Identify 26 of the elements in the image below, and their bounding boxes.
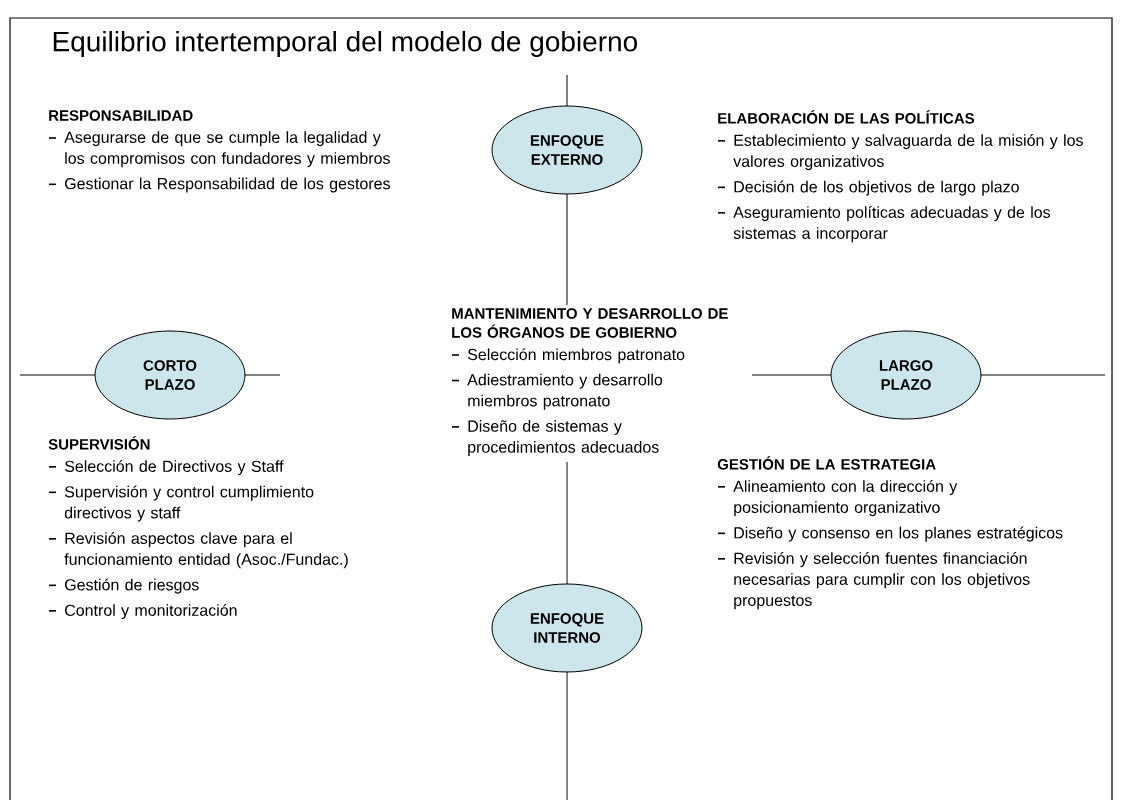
heading: MANTENIMIENTO Y DESARROLLO DE LOS ÓRGANOS DE GOBIERNO	[452, 308, 728, 338]
heading: ELABORACIÓN DE LAS POLÍTICAS	[718, 110, 975, 124]
bullet-text: Asegurarse de que se cumple la legalidad y los compromisos con fundadores y miembros	[64, 131, 390, 168]
bullet-text: Gestionar la Responsabilidad de los gestores	[65, 177, 390, 193]
bullet-text: Selección miembros patronato	[467, 348, 685, 364]
bullet-text: Supervisión y control cumplimiento directivos y staff	[64, 485, 314, 522]
bullet-text: Establecimiento y salvaguarda de la misión y los valores organizativos	[733, 134, 1083, 171]
bullet-text: Diseño de sistemas y procedimientos adecuados	[468, 420, 659, 456]
bullet-text: Control y monitorización	[65, 604, 237, 620]
ellipse-node: CORTO PLAZO	[94, 330, 246, 420]
bullet-text: Aseguramiento políticas adecuadas y de los sistemas a incorporar	[733, 206, 1051, 243]
bullet-text: Revisión y selección fuentes financiación necesarias para cumplir con los objetivos propuestos	[734, 552, 1030, 610]
heading: RESPONSABILIDAD	[49, 110, 193, 121]
title: Equilibrio intertemporal del modelo de gobierno	[53, 30, 637, 58]
bullet-text: Selección de Directivos y Staff	[64, 460, 284, 476]
ellipse-node: ENFOQUE EXTERNO	[491, 105, 643, 195]
bullet-text: Alineamiento con la dirección y posicionamiento organizativo	[733, 480, 958, 517]
heading: GESTIÓN DE LA ESTRATEGIA	[717, 456, 936, 470]
bullet-text: Gestión de riesgos	[65, 578, 199, 594]
ellipse-node: ENFOQUE INTERNO	[491, 583, 643, 673]
bullet-text: Revisión aspectos clave para el funcionamiento entidad (Asoc./Fundac.)	[64, 532, 348, 569]
bullet-text: Adiestramiento y desarrollo miembros patronato	[467, 373, 663, 410]
bullet-text: Diseño y consenso en los planes estratégicos	[734, 526, 1063, 542]
ellipse-node: LARGO PLAZO	[830, 330, 982, 420]
heading: SUPERVISIÓN	[48, 436, 150, 450]
bullet-text: Decisión de los objetivos de largo plazo	[734, 180, 1019, 196]
